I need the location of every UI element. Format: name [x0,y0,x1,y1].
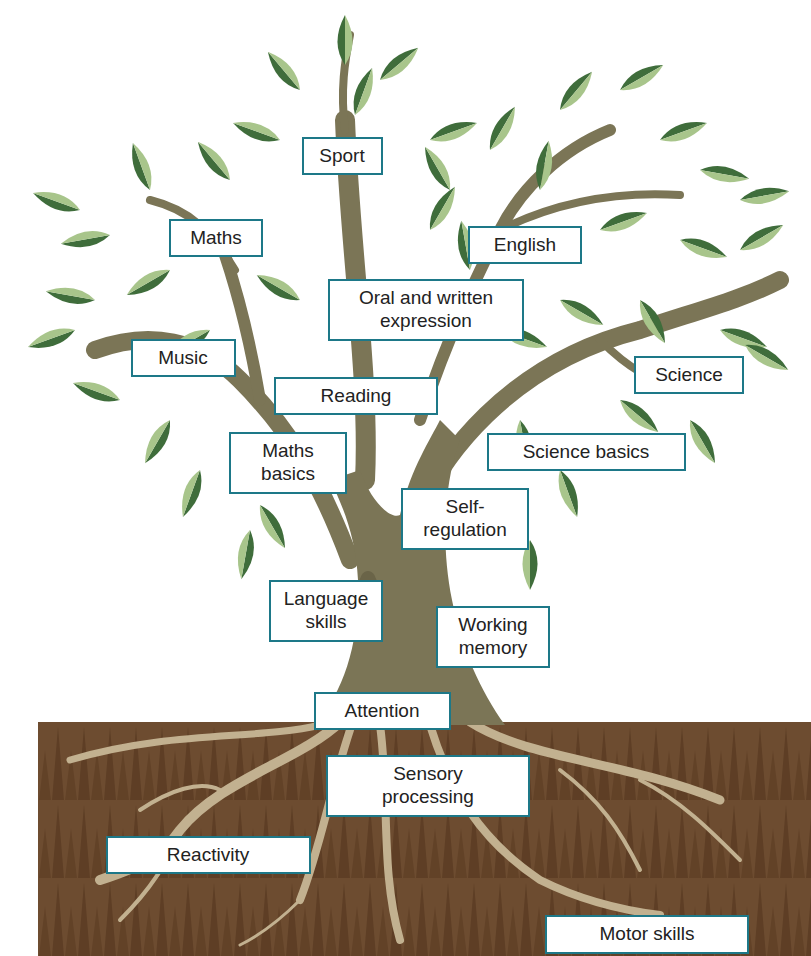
skill-label: Self-regulation [415,496,515,542]
skill-label: English [494,234,556,257]
skill-box: Sport [302,137,383,176]
skill-box: Language skills [269,580,383,642]
skill-label: Reactivity [167,844,249,867]
skill-box: Maths [169,219,263,258]
skill-box: Working memory [436,606,550,668]
skill-box: Science basics [487,433,686,472]
skill-box: Motor skills [545,915,749,954]
skill-label: Oral and written expression [341,287,511,333]
roots [70,722,740,945]
skill-box: Oral and written expression [328,279,524,341]
skill-box: Reading [274,377,438,416]
skill-box: Music [131,339,236,378]
skill-box: Maths basics [229,432,347,494]
skill-box: Science [634,356,744,395]
skill-label: Sensory processing [363,763,493,809]
skill-label: Reading [321,385,392,408]
skill-label: Maths basics [253,440,323,486]
skill-box: Self-regulation [401,488,529,550]
skill-box: Reactivity [106,836,311,875]
skill-label: Attention [345,700,420,723]
skill-label: Motor skills [599,923,694,946]
ground [38,722,811,956]
leaves [25,15,792,590]
skill-label: Working memory [448,614,538,660]
skill-label: Science [655,364,723,387]
ground-texture [38,722,811,956]
skill-label: Science basics [523,441,650,464]
skill-label: Music [158,347,208,370]
skill-box: Sensory processing [326,755,530,817]
skill-label: Maths [190,227,242,250]
skill-label: Language skills [281,588,371,634]
skill-box: English [468,226,582,265]
skill-box: Attention [314,692,451,731]
skill-label: Sport [319,145,364,168]
